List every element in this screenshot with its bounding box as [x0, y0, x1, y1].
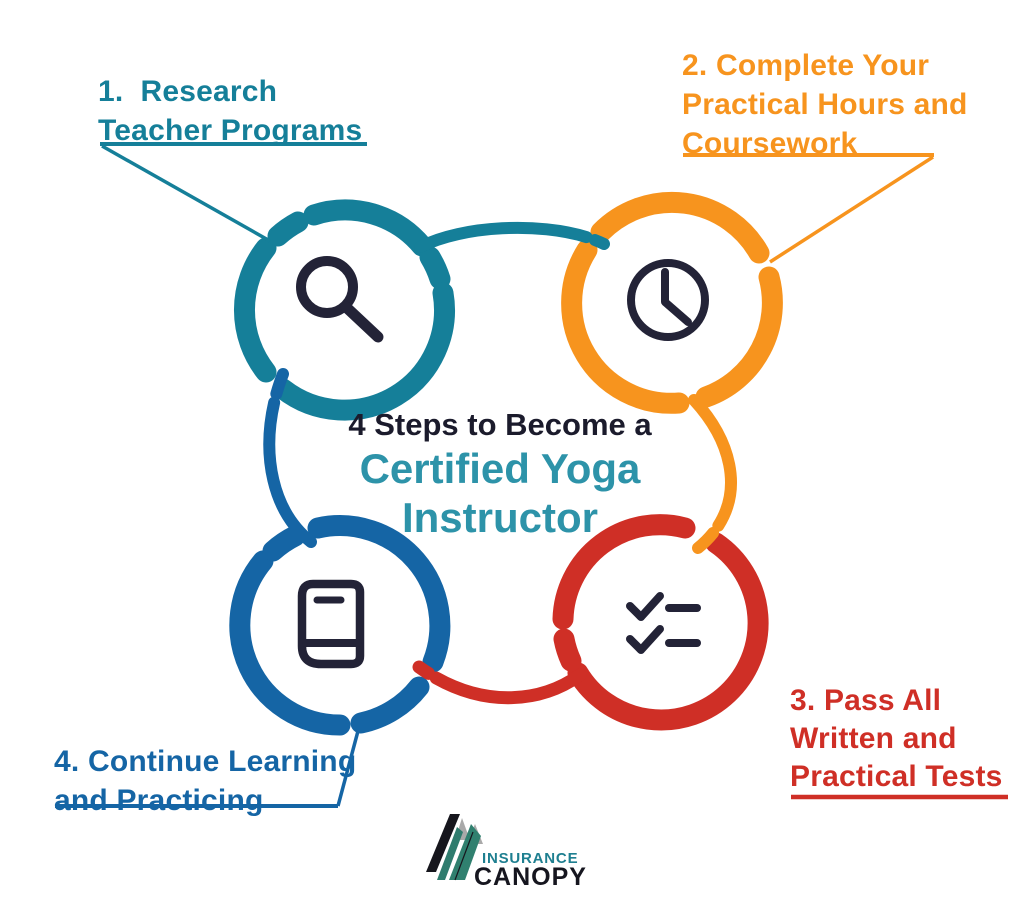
- label-callout-lines: [55, 142, 1008, 808]
- step-1-label: 1. Research Teacher Programs: [98, 72, 362, 150]
- step-3-label-line-1: 3. Pass All: [790, 684, 942, 717]
- connector-4-to-1: [263, 368, 317, 548]
- connector-3-to-4: [412, 660, 587, 705]
- step-2-label-line-2: Practical Hours and: [682, 88, 968, 121]
- title-line-1: 4 Steps to Become a: [348, 407, 652, 442]
- step-1-callout: [100, 142, 367, 243]
- logo-text-insurance: INSURANCE: [482, 850, 579, 867]
- step-3-label-line-2: Written and: [790, 722, 957, 755]
- logo-text-canopy: CANOPY: [474, 863, 587, 891]
- step-2-ring: [561, 191, 783, 414]
- canopy-mountain-icon: [426, 814, 483, 881]
- step-2-callout: [683, 153, 934, 264]
- step-4-callout: [55, 730, 360, 808]
- step-3-label-line-3: Practical Tests: [790, 760, 1003, 793]
- book-icon: [297, 579, 365, 669]
- step-4-label-line-1: 4. Continue Learning: [54, 745, 357, 778]
- connector-1-to-2: [414, 221, 610, 253]
- insurance-canopy-logo: INSURANCE CANOPY: [425, 808, 625, 898]
- clock-icon: [627, 259, 709, 341]
- step-1-label-line-1: 1. Research: [98, 75, 278, 108]
- step-3-ring: [552, 514, 769, 731]
- title-line-3: Instructor: [401, 494, 598, 541]
- step-2-label-line-3: Coursework: [682, 127, 858, 160]
- page-title: 4 Steps to Become a Certified Yoga Instr…: [270, 406, 730, 542]
- title-line-2: Certified Yoga: [359, 445, 641, 492]
- search-icon: [296, 256, 384, 343]
- step-3-label: 3. Pass All Written and Practical Tests: [790, 682, 1003, 796]
- step-2-label: 2. Complete Your Practical Hours and Cou…: [682, 46, 968, 163]
- step-4-label-line-2: and Practicing: [54, 784, 264, 817]
- step-4-label: 4. Continue Learning and Practicing: [54, 742, 356, 820]
- connector-2-to-3: [688, 394, 737, 554]
- step-1-label-line-2: Teacher Programs: [98, 114, 363, 147]
- step-2-label-line-1: 2. Complete Your: [682, 49, 930, 82]
- step-1-ring: [234, 199, 455, 421]
- checklist-icon: [626, 592, 701, 654]
- step-4-ring: [229, 515, 451, 736]
- cycle-connectors: [263, 221, 737, 705]
